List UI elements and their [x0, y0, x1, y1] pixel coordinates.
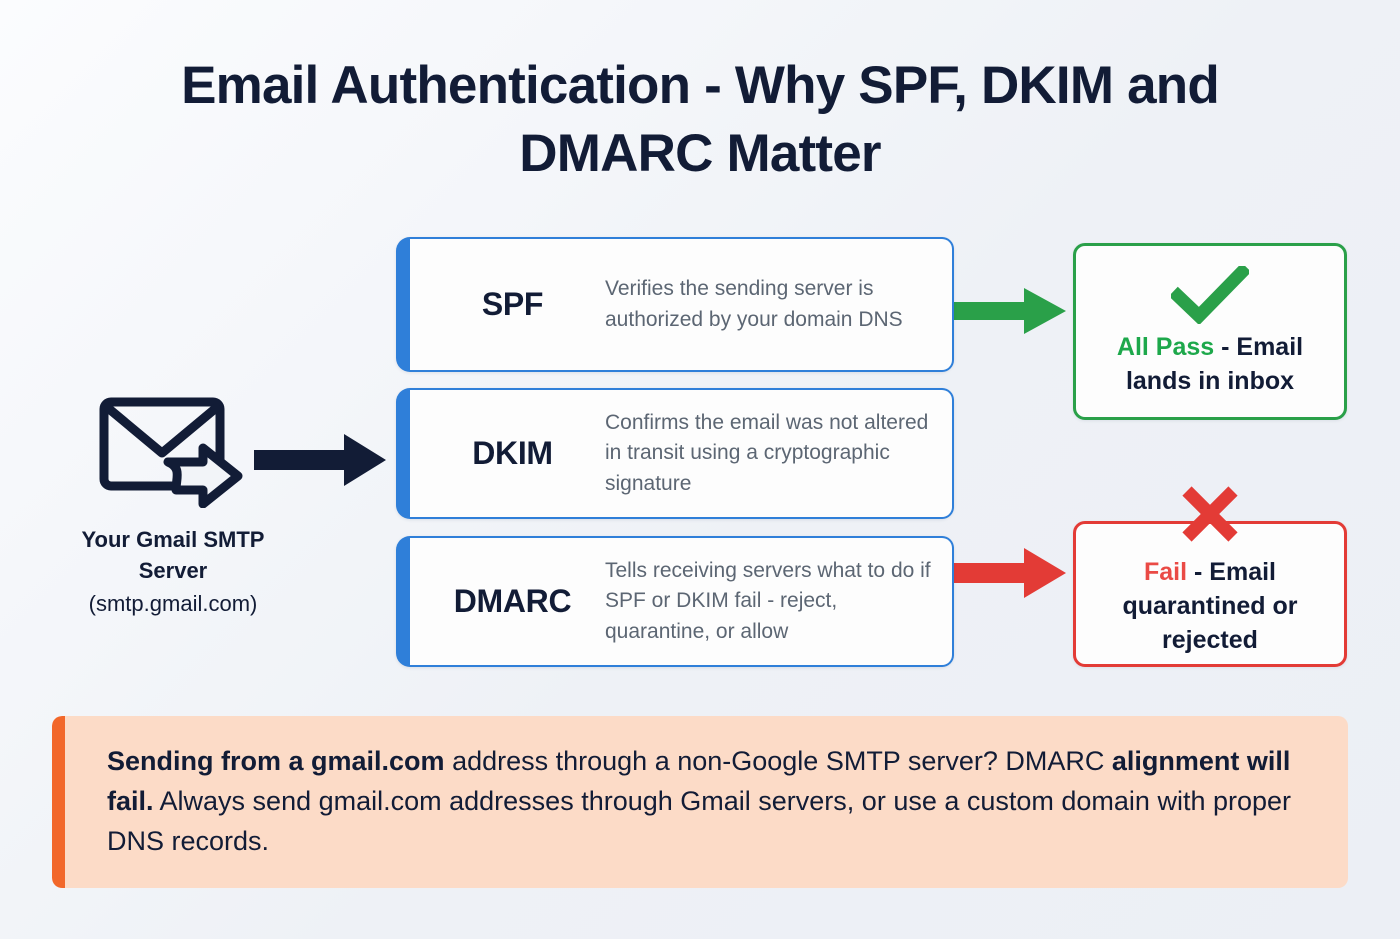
mechanism-card-body: DMARC Tells receiving servers what to do…	[410, 536, 954, 667]
check-icon	[1168, 262, 1252, 325]
source-sublabel: (smtp.gmail.com)	[88, 591, 258, 617]
callout-bold-second: alignment will fail.	[107, 746, 1291, 817]
mechanism-card-dkim[interactable]: DKIM Confirms the email was not altered …	[396, 388, 954, 519]
outcome-keyword-pass: All Pass	[1116, 332, 1215, 361]
callout-accent-bar	[52, 716, 65, 888]
mechanism-card-body: DKIM Confirms the email was not altered …	[410, 388, 954, 519]
outcome-box-fail[interactable]: Fail - Email quarantined or rejected	[1073, 486, 1347, 667]
callout-mid: address through a non-Google SMTP server…	[444, 746, 1112, 777]
source-block: Your Gmail SMTP Server (smtp.gmail.com)	[48, 392, 298, 620]
flow-arrow-main	[252, 432, 388, 493]
mechanism-description: Tells receiving servers what to do if SP…	[605, 559, 931, 643]
callout-bold-lead: Sending from a gmail.com	[107, 746, 445, 777]
mechanism-card-dmarc[interactable]: DMARC Tells receiving servers what to do…	[396, 536, 954, 667]
flow-arrow-pass	[950, 285, 1068, 342]
callout-text: Sending from a gmail.com address through…	[65, 742, 1348, 861]
mechanism-tag: SPF	[481, 286, 544, 322]
outcome-text-fail: Fail - Email quarantined or rejected	[1090, 555, 1330, 657]
mechanism-tag: DKIM	[472, 435, 553, 471]
mechanism-card-spf[interactable]: SPF Verifies the sending server is autho…	[396, 237, 954, 372]
envelope-forward-icon	[48, 392, 298, 512]
mechanism-description: Confirms the email was not altered in tr…	[605, 411, 929, 495]
flow-arrow-fail	[950, 545, 1068, 606]
mechanism-description: Verifies the sending server is authorize…	[605, 277, 903, 331]
mechanism-tag: DMARC	[453, 583, 572, 619]
page-title: Email Authentication - Why SPF, DKIM and…	[181, 56, 1220, 183]
outcome-text-pass: All Pass - Email lands in inbox	[1090, 330, 1330, 398]
outcome-keyword-fail: Fail	[1144, 558, 1188, 586]
outcome-rest-pass: - Email lands in inbox	[1125, 332, 1304, 395]
mechanism-card-body: SPF Verifies the sending server is autho…	[410, 237, 954, 372]
source-label: Your Gmail SMTP Server	[81, 527, 265, 584]
callout-tail: Always send gmail.com addresses through …	[107, 786, 1292, 856]
cross-icon	[1177, 483, 1243, 545]
outcome-rest-fail: - Email quarantined or rejected	[1122, 558, 1298, 654]
outcome-box-pass[interactable]: All Pass - Email lands in inbox	[1073, 243, 1347, 420]
callout-banner: Sending from a gmail.com address through…	[52, 716, 1348, 888]
